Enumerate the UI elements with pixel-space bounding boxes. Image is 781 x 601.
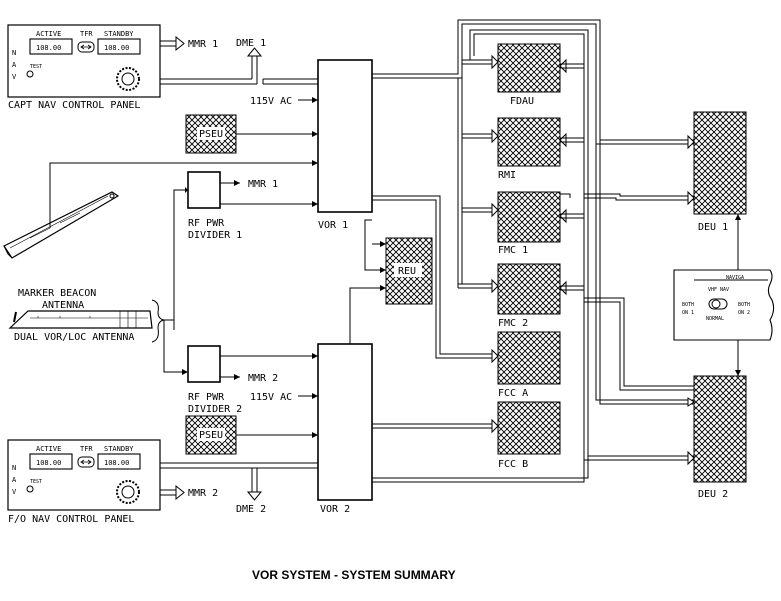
rf-div2-label-2: DIVIDER 2 (188, 404, 242, 415)
pseu1-label: PSEU (199, 129, 223, 140)
switch-left-line-1: BOTH (682, 302, 694, 308)
dual-vor-loc-antenna: DUAL VOR/LOC ANTENNA (8, 299, 188, 375)
capt-tfr-label: TFR (80, 30, 93, 38)
mmr2-bottom-label: MMR 2 (188, 488, 218, 499)
deu2-unit: DEU 2 (693, 375, 747, 500)
vor2-receiver: VOR 2 (317, 343, 373, 515)
capt-panel-outputs: MMR 1 DME 1 (160, 35, 318, 85)
mmr2-div-label: MMR 2 (248, 373, 278, 384)
diagram-title: VOR SYSTEM - SYSTEM SUMMARY (252, 568, 456, 582)
capt-inner-knob[interactable] (121, 72, 135, 86)
pseu2-label: PSEU (199, 430, 223, 441)
fmc2-unit: FMC 2 (497, 263, 561, 329)
fo-standby-display (97, 453, 141, 470)
marker-beacon-antenna: MARKER BEACON ANTENNA (3, 160, 318, 311)
mmr1-top-label: MMR 1 (188, 39, 218, 50)
switch-right-line-2: ON 2 (738, 310, 750, 316)
fo-panel-outputs: MMR 2 DME 2 (160, 462, 318, 515)
fo-test-label: TEST (30, 479, 42, 485)
capt-test-button[interactable] (26, 70, 34, 78)
mmr1-div-label: MMR 1 (248, 179, 278, 190)
capt-nav-letter-v: V (12, 73, 17, 81)
fo-test-button[interactable] (26, 485, 34, 493)
rf-power-divider-1: RF PWR DIVIDER 1 MMR 1 (173, 171, 318, 330)
fo-standby-freq: 108.00 (104, 459, 129, 467)
reu-label: REU (398, 266, 416, 277)
fo-nav-letter-v: V (12, 488, 17, 496)
switch-center-label: NORMAL (706, 316, 724, 322)
capt-nav-letter-a: A (12, 61, 17, 69)
fmc2-label: FMC 2 (498, 318, 528, 329)
vhf-nav-switch-panel: NAVIGA VHF NAV BOTH ON 1 BOTH ON 2 NORMA… (673, 214, 775, 376)
fmc1-unit: FMC 1 (497, 191, 561, 256)
deu1-label: DEU 1 (698, 222, 728, 233)
fo-active-freq: 108.00 (36, 459, 61, 467)
fo-nav-letter-a: A (12, 476, 17, 484)
capt-standby-label: STANDBY (104, 30, 134, 38)
capt-nav-letter-n: N (12, 49, 16, 57)
dme1-label: DME 1 (236, 38, 266, 49)
fo-active-label: ACTIVE (36, 445, 61, 453)
fo-active-display (29, 453, 73, 470)
ac1-input: 115V AC (250, 96, 318, 107)
dme2-label: DME 2 (236, 504, 266, 515)
switch-left-line-2: ON 1 (682, 310, 694, 316)
fo-tfr-label: TFR (80, 445, 93, 453)
marker-antenna-label-1: MARKER BEACON (18, 288, 96, 299)
fcc-a-unit: FCC A (497, 331, 561, 399)
rf-div2-label-1: RF PWR (188, 392, 225, 403)
capt-active-label: ACTIVE (36, 30, 61, 38)
vor1-label: VOR 1 (318, 220, 348, 231)
switch-label: VHF NAV (708, 287, 729, 293)
capt-transfer-icon (80, 44, 92, 50)
reu-unit: REU (349, 219, 433, 344)
fcc-b-unit: FCC B (497, 401, 561, 470)
rmi-label: RMI (498, 170, 516, 181)
capt-test-label: TEST (30, 64, 42, 70)
fo-transfer-icon (80, 459, 92, 465)
ac2-input: 115V AC (250, 392, 318, 403)
capt-active-freq: 108.00 (36, 44, 61, 52)
rf-div1-label-2: DIVIDER 1 (188, 230, 242, 241)
vor2-label: VOR 2 (320, 504, 350, 515)
fcc-a-label: FCC A (498, 388, 528, 399)
switch-right-line-1: BOTH (738, 302, 750, 308)
switch-header: NAVIGA (726, 275, 744, 281)
fo-nav-control-panel: ACTIVE TFR STANDBY 108.00 108.00 N A V T… (7, 439, 161, 525)
rf-power-divider-2: RF PWR DIVIDER 2 MMR 2 (187, 345, 318, 415)
fo-standby-label: STANDBY (104, 445, 134, 453)
rf-div1-label-1: RF PWR (188, 218, 225, 229)
fdau-unit: FDAU (497, 43, 561, 107)
ac2-label: 115V AC (250, 392, 292, 403)
marker-antenna-label-2: ANTENNA (42, 300, 84, 311)
capt-active-display (29, 38, 73, 55)
rmi-unit: RMI (497, 117, 561, 181)
fo-inner-knob[interactable] (121, 485, 135, 499)
pseu2-unit: PSEU (185, 415, 318, 455)
capt-panel-name: CAPT NAV CONTROL PANEL (8, 100, 140, 111)
vor-loc-antenna-label: DUAL VOR/LOC ANTENNA (14, 332, 134, 343)
pseu1-unit: PSEU (185, 114, 318, 154)
vor1-receiver: VOR 1 (317, 59, 373, 231)
vor2-output-bus (372, 29, 695, 483)
vor1-output-bus (372, 19, 695, 407)
ac1-label: 115V AC (250, 96, 292, 107)
fcc-b-label: FCC B (498, 459, 528, 470)
capt-standby-freq: 108.00 (104, 44, 129, 52)
fo-nav-letter-n: N (12, 464, 16, 472)
vhf-nav-toggle-knob[interactable] (711, 299, 721, 309)
deu2-label: DEU 2 (698, 489, 728, 500)
capt-nav-control-panel: ACTIVE TFR STANDBY 108.00 108.00 N A V T… (7, 24, 161, 111)
fmc1-label: FMC 1 (498, 245, 528, 256)
deu1-unit: DEU 1 (693, 111, 747, 233)
capt-standby-display (97, 38, 141, 55)
fo-panel-name: F/O NAV CONTROL PANEL (8, 514, 134, 525)
fdau-label: FDAU (510, 96, 534, 107)
